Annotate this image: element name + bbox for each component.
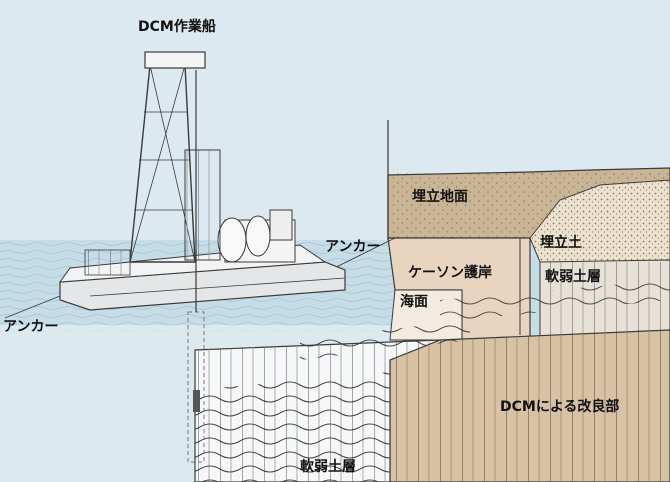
improved-zone-columns: [390, 330, 670, 482]
tank-1: [217, 217, 247, 263]
mixing-head: [193, 390, 200, 412]
label-vessel: DCM作業船: [138, 19, 216, 35]
label-sea-surface: 海面: [400, 294, 428, 310]
derrick-top: [144, 51, 206, 69]
label-improved-zone: DCMによる改良部: [500, 399, 620, 415]
tank-2: [245, 215, 271, 257]
reclaimed-soil-dots: [530, 180, 670, 262]
derrick-brace-1: [129, 64, 186, 263]
anchor-line-left: [4, 291, 71, 319]
soft-layer-waves: [195, 372, 390, 482]
label-soft-layer-bottom: 軟弱土層: [300, 459, 356, 475]
label-reclaimed-soil: 埋立土: [540, 235, 582, 251]
label-soft-layer-right: 軟弱土層: [545, 269, 601, 285]
label-caisson-seawall: ケーソン護岸: [408, 265, 492, 281]
derrick-side-frame: [184, 149, 221, 261]
deck-crane: [269, 209, 293, 241]
deck-stairs: [84, 249, 131, 276]
vessel-deck-line: [89, 277, 346, 297]
label-anchor-right: アンカー: [325, 239, 381, 255]
label-reclaimed-surface: 埋立地面: [412, 189, 468, 205]
label-anchor-left: アンカー: [3, 319, 59, 335]
soft-layer-waves-top: [300, 320, 470, 360]
improved-waves: [440, 280, 670, 322]
